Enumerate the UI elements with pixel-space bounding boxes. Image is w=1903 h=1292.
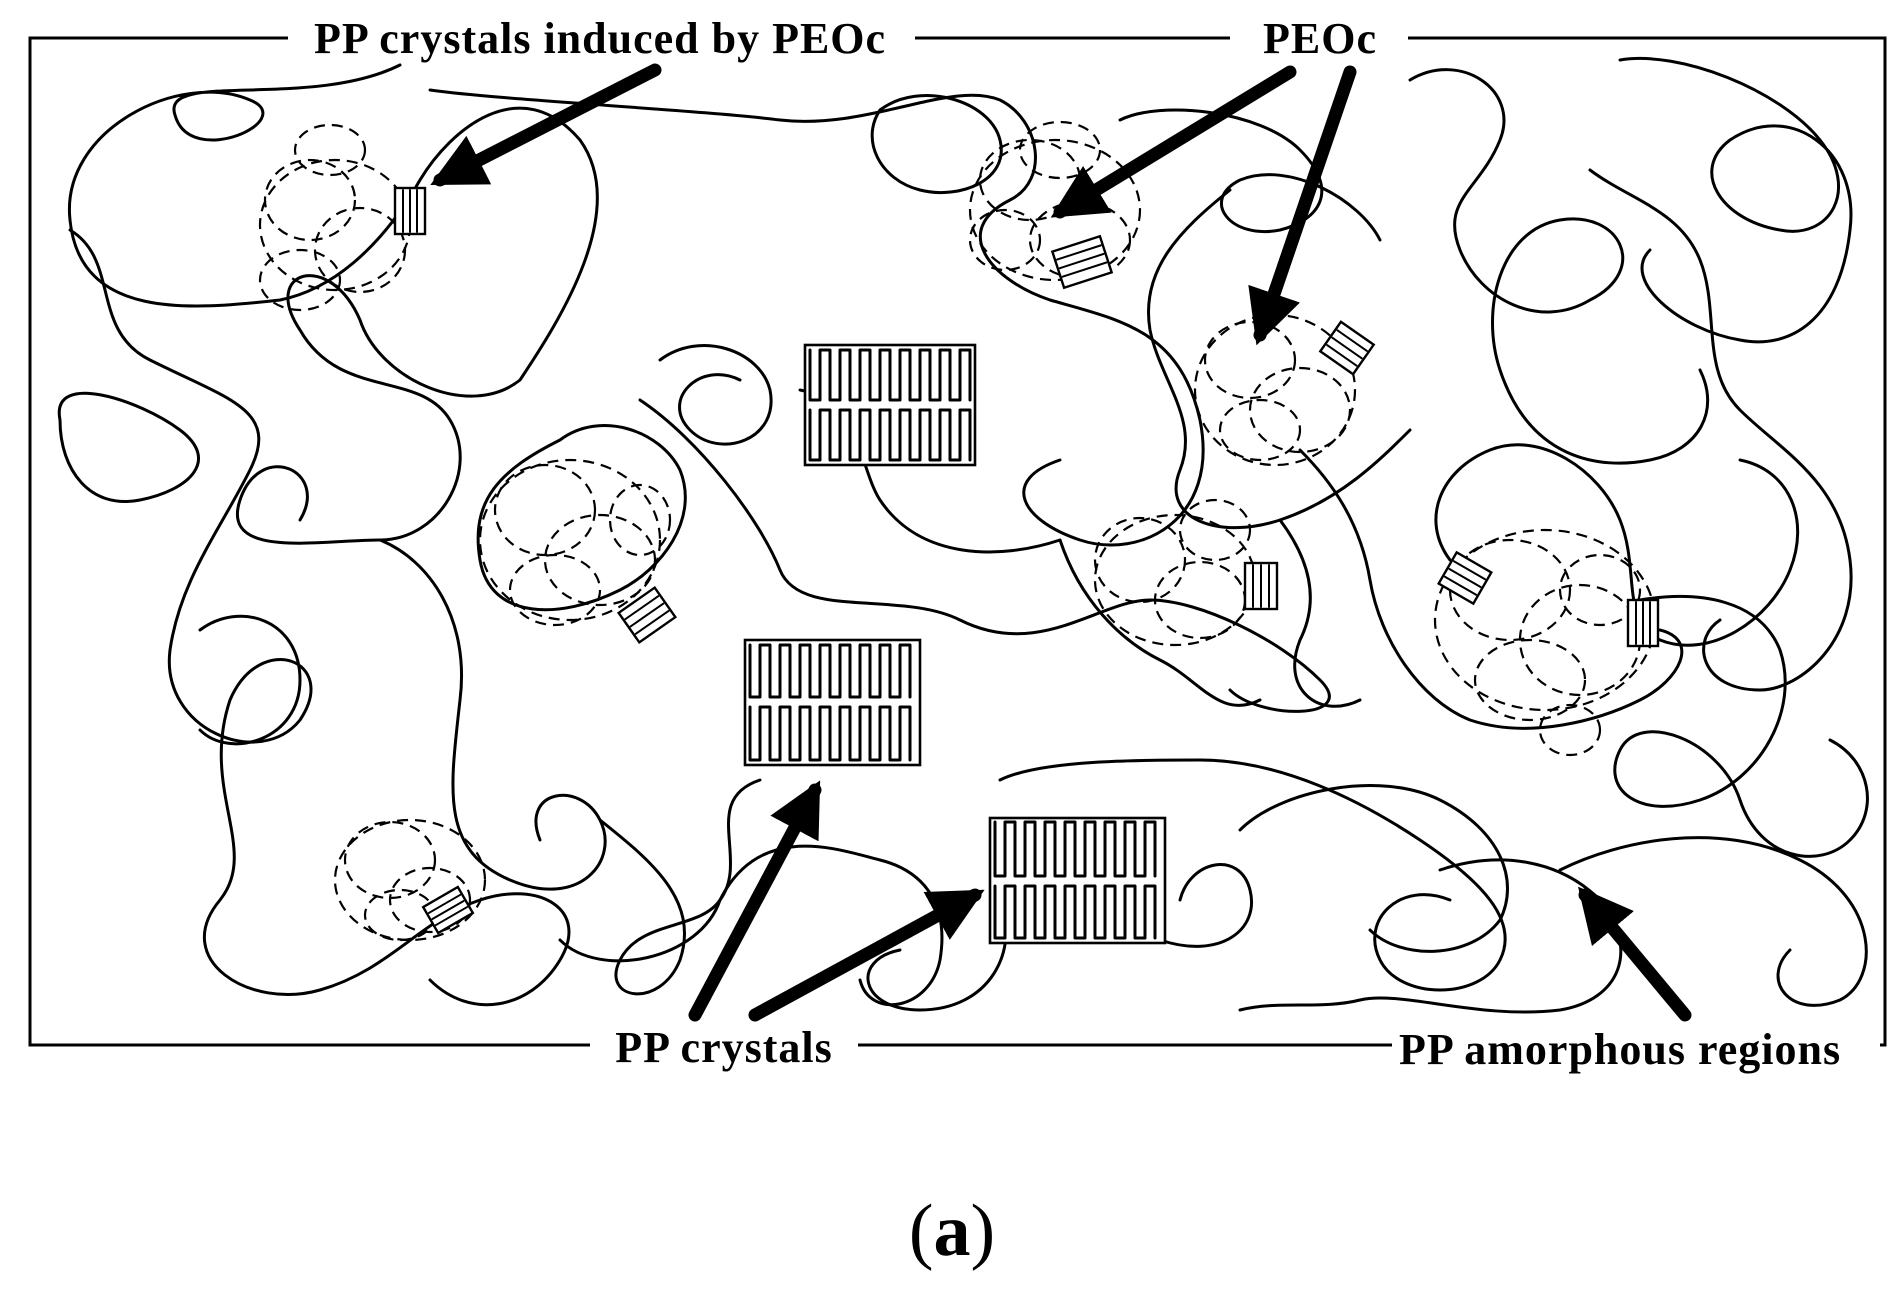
induced-crystal-1 xyxy=(393,186,427,236)
induced-crystal-8 xyxy=(421,885,475,935)
induced-crystal-5 xyxy=(1243,561,1279,611)
pp-crystal-lamella-3 xyxy=(988,816,1167,945)
arrows xyxy=(430,63,1692,1022)
peoc-cluster-6 xyxy=(1433,528,1657,757)
induced-crystal-7 xyxy=(1626,598,1660,648)
arrow-to-induced-crystal xyxy=(430,63,662,187)
induced-crystal-3 xyxy=(1318,320,1376,376)
diagram-frame xyxy=(28,36,1887,1047)
pp-crystal-lamella-1 xyxy=(803,343,977,467)
label-peoc: PEOc xyxy=(1263,14,1377,63)
caption-close-paren: ) xyxy=(971,1190,996,1272)
induced-crystal-4 xyxy=(616,585,678,645)
pp-amorphous-chains xyxy=(57,57,1869,1014)
induced-crystal-6 xyxy=(1437,550,1493,606)
label-pp-crystals: PP crystals xyxy=(615,1023,833,1072)
arrow-to-peoc-2 xyxy=(1248,65,1357,346)
caption-open-paren: ( xyxy=(909,1190,934,1272)
pp-crystal-lamella-2 xyxy=(743,638,922,767)
figure-caption: (a) xyxy=(909,1190,995,1272)
arrow-to-pp-crystal-1 xyxy=(688,780,822,1022)
arrow-to-pp-crystal-2 xyxy=(748,888,985,1022)
induced-crystal-2 xyxy=(1050,234,1114,290)
caption-letter: a xyxy=(934,1190,971,1272)
label-pp-crystals-induced: PP crystals induced by PEOc xyxy=(314,14,886,63)
arrow-to-amorphous xyxy=(1578,886,1692,1022)
peoc-cluster-1 xyxy=(258,123,412,312)
label-pp-amorphous-regions: PP amorphous regions xyxy=(1399,1025,1841,1074)
arrow-to-peoc-1 xyxy=(1050,65,1297,219)
peoc-cluster-4 xyxy=(478,458,672,627)
